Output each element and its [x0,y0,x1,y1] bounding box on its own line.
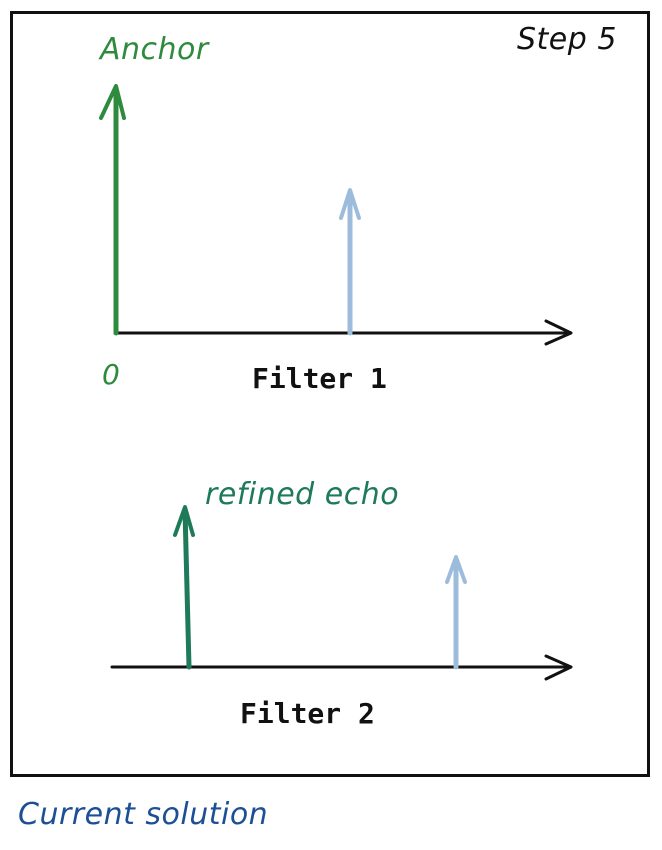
filter2-echo-arrow [445,555,467,670]
refined-echo-arrow [173,505,195,670]
filter2-title: Filter 2 [240,697,375,730]
step-label: Step 5 [517,22,617,57]
refined-echo-label: refined echo [205,477,400,512]
filter1-axis [113,319,573,346]
filter1-title: Filter 1 [252,362,387,395]
anchor-arrow [99,84,126,336]
step-frame [10,11,650,777]
caption: Current solution [18,797,269,832]
filter2-axis [110,654,573,681]
origin-label: 0 [102,358,121,391]
filter1-echo-arrow [339,188,361,336]
anchor-label: Anchor [100,32,209,67]
